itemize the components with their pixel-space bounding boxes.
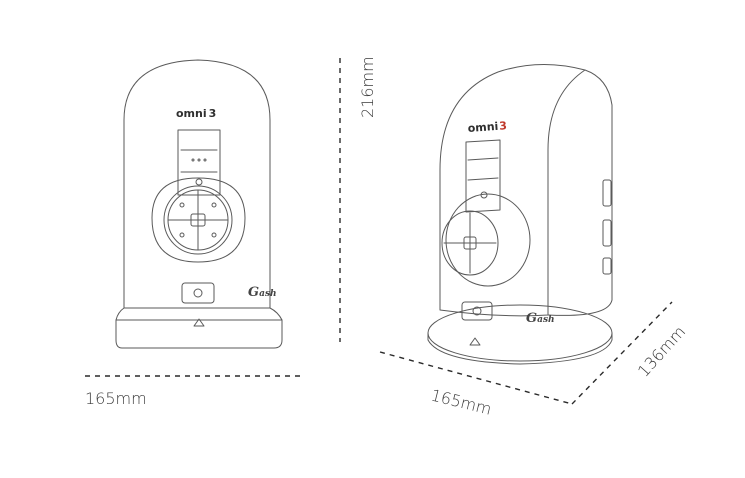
front-pad-icon xyxy=(179,202,185,208)
front-center-button xyxy=(190,213,206,227)
front-base-arrow-icon xyxy=(193,318,205,327)
front-control-pad xyxy=(163,185,233,255)
front-base xyxy=(115,319,283,349)
side-view-device xyxy=(427,64,613,365)
height-label: 216mm xyxy=(358,56,377,118)
front-power-button xyxy=(181,282,215,304)
power-icon xyxy=(193,288,203,298)
side-right-panel xyxy=(547,69,613,316)
front-view-device xyxy=(115,59,283,349)
side-base-arrow-icon xyxy=(469,337,481,346)
front-body xyxy=(123,59,271,309)
front-width-label: 165mm xyxy=(85,389,147,408)
depth-label: 136mm xyxy=(634,322,689,381)
side-center-button xyxy=(463,236,477,250)
side-width-dimension-line xyxy=(379,351,573,405)
front-control-housing xyxy=(151,177,246,263)
front-magnifier-icon xyxy=(195,178,203,186)
side-port xyxy=(602,179,612,207)
front-display-module xyxy=(177,129,221,196)
side-power-button xyxy=(461,301,493,321)
side-width-label: 165mm xyxy=(429,385,493,418)
side-control-pad xyxy=(441,210,499,276)
side-control-housing xyxy=(445,193,531,287)
depth-dimension-line xyxy=(571,301,673,405)
side-display-module xyxy=(465,139,501,213)
front-brand-logo: Gash xyxy=(248,285,277,300)
side-logo: omni3 xyxy=(467,119,507,135)
side-magnifier-icon xyxy=(480,191,488,199)
side-brand-logo: Gash xyxy=(526,311,555,326)
side-front-face xyxy=(439,64,586,317)
side-base xyxy=(427,304,613,362)
